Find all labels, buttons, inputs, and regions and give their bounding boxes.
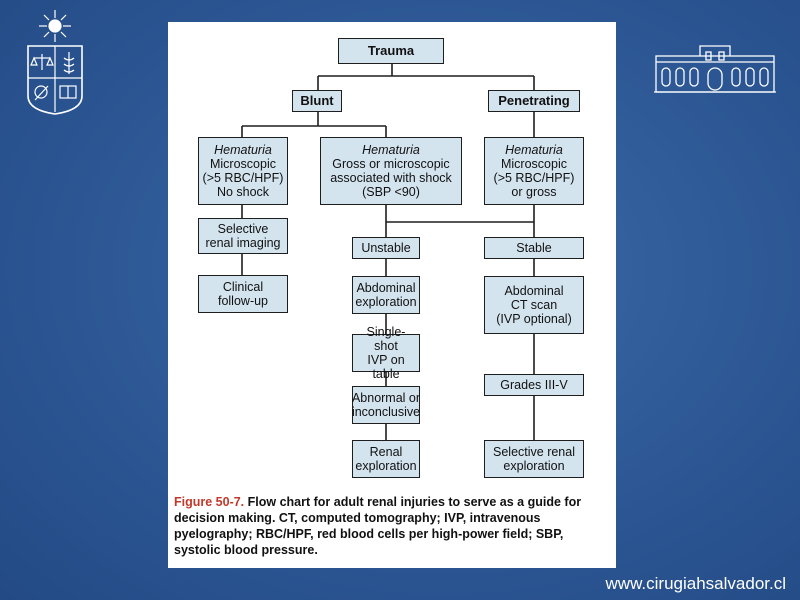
caduceus-icon	[63, 52, 75, 74]
node-hematuria-with-shock: Hematuria Gross or microscopic associate…	[320, 137, 462, 205]
node-blunt: Blunt	[292, 90, 342, 112]
scales-icon	[30, 54, 54, 70]
hematuria-title: Hematuria	[505, 143, 563, 157]
hematuria-detail: Microscopic (>5 RBC/HPF) No shock	[202, 157, 284, 199]
node-unstable: Unstable	[352, 237, 420, 259]
caption-text: Flow chart for adult renal injuries to s…	[174, 495, 582, 557]
book-icon	[59, 85, 77, 99]
node-abdominal-exploration: Abdominal exploration	[352, 276, 420, 314]
node-hematuria-microscopic-no-shock: Hematuria Microscopic (>5 RBC/HPF) No sh…	[198, 137, 288, 205]
figure-card: Trauma Blunt Penetrating Hematuria Micro…	[168, 22, 616, 568]
university-logo	[27, 10, 83, 115]
tools-icon	[34, 85, 49, 101]
node-hematuria-penetrating: Hematuria Microscopic (>5 RBC/HPF) or gr…	[484, 137, 584, 205]
node-grades-iii-v: Grades III-V	[484, 374, 584, 396]
node-selective-renal-exploration: Selective renal exploration	[484, 440, 584, 478]
hematuria-detail: Microscopic (>5 RBC/HPF) or gross	[493, 157, 575, 199]
node-penetrating: Penetrating	[488, 90, 580, 112]
node-stable: Stable	[484, 237, 584, 259]
node-selective-renal-imaging: Selective renal imaging	[198, 218, 288, 254]
node-single-shot-ivp: Single-shot IVP on table	[352, 325, 420, 381]
sun-emblem-icon	[39, 10, 71, 42]
node-abdominal-ct-scan: Abdominal CT scan (IVP optional)	[484, 276, 584, 334]
hematuria-detail: Gross or microscopic associated with sho…	[330, 157, 452, 199]
figure-caption: Figure 50-7. Flow chart for adult renal …	[174, 494, 612, 558]
node-renal-exploration: Renal exploration	[352, 440, 420, 478]
hematuria-title: Hematuria	[214, 143, 272, 157]
node-clinical-follow-up: Clinical follow-up	[198, 275, 288, 313]
figure-label: Figure 50-7.	[174, 495, 245, 509]
shield-icon	[27, 45, 83, 115]
website-url: www.cirugiahsalvador.cl	[605, 574, 786, 593]
node-trauma: Trauma	[338, 38, 444, 64]
flowchart-connectors	[241, 64, 535, 440]
node-abnormal-or-inconclusive: Abnormal or inconclusive	[352, 386, 420, 424]
hematuria-title: Hematuria	[362, 143, 420, 157]
hospital-building-logo	[654, 45, 776, 93]
